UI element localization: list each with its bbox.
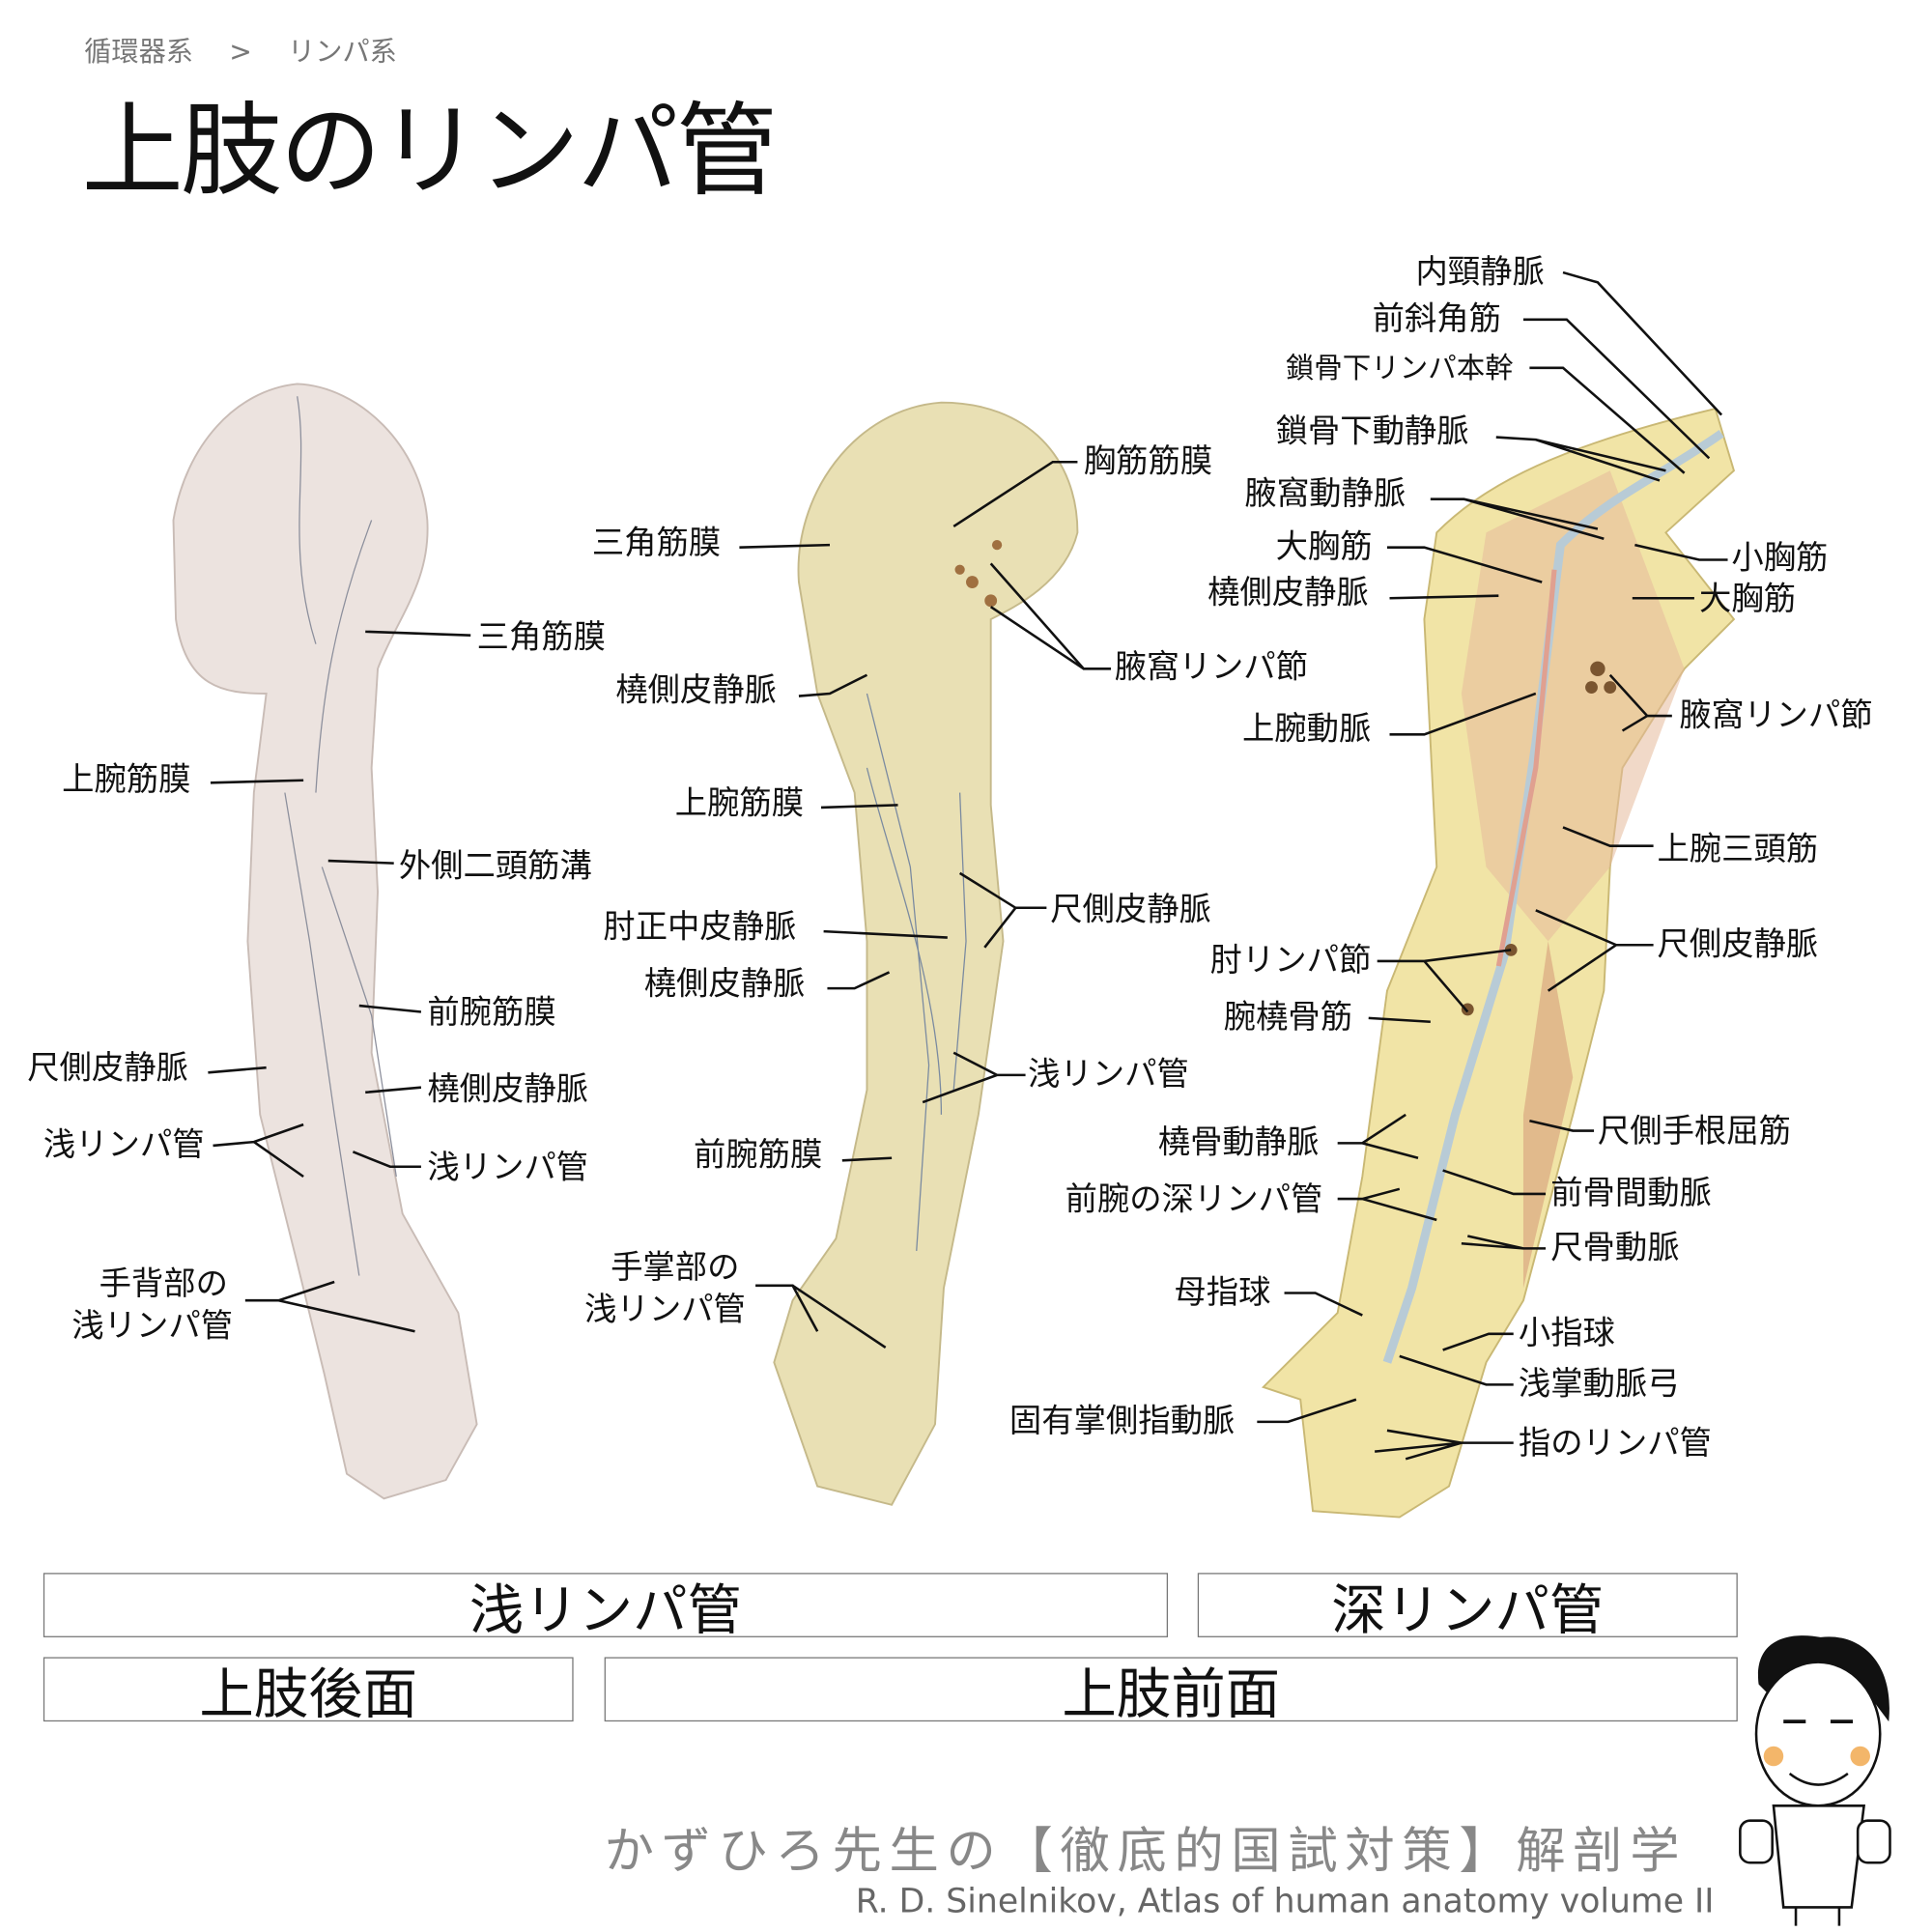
label-anterior-scalene: 前斜角筋 bbox=[1372, 300, 1501, 339]
breadcrumb-parent[interactable]: 循環器系 bbox=[84, 37, 194, 69]
label-flexor-carpi-ulnaris: 尺側手根屈筋 bbox=[1597, 1113, 1791, 1151]
label-superficial-lymph-vessel: 浅リンパ管 bbox=[71, 1307, 234, 1346]
label-radial-vessels: 橈骨動静脈 bbox=[1157, 1124, 1320, 1162]
label-thenar-eminence: 母指球 bbox=[1174, 1274, 1271, 1312]
footer-brand: かずひろ先生の【徹底的国試対策】解剖学 bbox=[604, 1823, 1688, 1881]
page-title: 上肢のリンパ管 bbox=[81, 93, 779, 211]
label-cephalic-vein: 橈側皮静脈 bbox=[1208, 574, 1369, 612]
label-basilic-vein: 尺側皮静脈 bbox=[1050, 892, 1211, 929]
label-superficial-lymph-vessel: 浅リンパ管 bbox=[43, 1126, 205, 1165]
breadcrumb-separator: > bbox=[229, 37, 252, 69]
label-dorsal-hand: 手背部の bbox=[99, 1265, 228, 1303]
footer-source: R. D. Sinelnikov, Atlas of human anatomy… bbox=[855, 1882, 1715, 1921]
label-pectoralis-major: 大胸筋 bbox=[1275, 528, 1373, 566]
leader-lines bbox=[208, 270, 1728, 1461]
label-brachial-fascia: 上腕筋膜 bbox=[674, 784, 805, 823]
category-deep: 深リンパ管 bbox=[1197, 1573, 1738, 1642]
label-axillary-vessels: 腋窩動静脈 bbox=[1244, 475, 1406, 513]
label-superficial-lymph-vessel: 浅リンパ管 bbox=[427, 1149, 589, 1187]
label-brachioradialis: 腕橈骨筋 bbox=[1223, 999, 1353, 1037]
label-median-cubital-vein: 肘正中皮静脈 bbox=[603, 909, 797, 947]
label-cephalic-vein: 橈側皮静脈 bbox=[427, 1071, 589, 1109]
label-lateral-bicipital-groove: 外側二頭筋溝 bbox=[398, 848, 592, 886]
label-pectoralis-major: 大胸筋 bbox=[1699, 581, 1797, 618]
label-proper-palmar-digital-arteries: 固有掌側指動脈 bbox=[1009, 1403, 1236, 1441]
label-ulnar-artery: 尺骨動脈 bbox=[1550, 1230, 1680, 1267]
label-cephalic-vein: 橈側皮静脈 bbox=[643, 966, 806, 1004]
breadcrumb: 循環器系 > リンパ系 bbox=[84, 30, 424, 70]
label-basilic-vein: 尺側皮静脈 bbox=[27, 1050, 188, 1088]
breadcrumb-current[interactable]: リンパ系 bbox=[288, 37, 397, 69]
label-superficial-palmar-arch: 浅掌動脈弓 bbox=[1518, 1366, 1680, 1404]
label-brachial-fascia: 上腕筋膜 bbox=[62, 761, 191, 799]
anterior-superficial-arm-figure bbox=[773, 401, 1079, 1506]
label-pectoralis-minor: 小胸筋 bbox=[1731, 539, 1829, 578]
label-basilic-vein: 尺側皮静脈 bbox=[1657, 926, 1819, 964]
category-superficial: 浅リンパ管 bbox=[43, 1573, 1169, 1642]
label-cephalic-vein: 橈側皮静脈 bbox=[615, 672, 777, 710]
label-superficial-lymph-vessel: 浅リンパ管 bbox=[584, 1292, 746, 1329]
label-superficial-lymph-vessel: 浅リンパ管 bbox=[1028, 1056, 1189, 1094]
label-internal-jugular-vein: 内頸静脈 bbox=[1415, 253, 1545, 292]
author-caricature bbox=[1739, 1635, 1891, 1926]
label-axillary-lymph-nodes: 腋窩リンパ節 bbox=[1114, 648, 1308, 687]
label-cubital-lymph-nodes: 肘リンパ節 bbox=[1209, 942, 1372, 980]
label-deltoid-fascia: 三角筋膜 bbox=[476, 619, 606, 657]
label-deltoid-fascia: 三角筋膜 bbox=[591, 525, 722, 563]
label-antebrachial-fascia: 前腕筋膜 bbox=[427, 994, 556, 1032]
label-antebrachial-fascia: 前腕筋膜 bbox=[693, 1136, 823, 1175]
label-subclavian-trunk: 鎖骨下リンパ本幹 bbox=[1285, 353, 1514, 385]
label-palmar-hand: 手掌部の bbox=[611, 1249, 740, 1288]
label-pectoral-fascia: 胸筋筋膜 bbox=[1083, 442, 1213, 481]
label-brachial-artery: 上腕動脈 bbox=[1241, 710, 1372, 749]
category-anterior: 上肢前面 bbox=[604, 1657, 1738, 1726]
category-posterior: 上肢後面 bbox=[43, 1657, 574, 1726]
label-anterior-interosseous-artery: 前骨間動脈 bbox=[1550, 1175, 1712, 1213]
label-triceps-brachii: 上腕三頭筋 bbox=[1657, 831, 1819, 868]
label-digital-lymph-vessels: 指のリンパ管 bbox=[1518, 1425, 1712, 1463]
posterior-arm-figure bbox=[172, 383, 478, 1500]
label-hypothenar-eminence: 小指球 bbox=[1518, 1315, 1615, 1353]
label-subclavian-vessels: 鎖骨下動静脈 bbox=[1275, 413, 1469, 451]
label-axillary-lymph-nodes: 腋窩リンパ節 bbox=[1679, 696, 1873, 735]
label-deep-forearm-lymph-vessels: 前腕の深リンパ管 bbox=[1065, 1181, 1323, 1219]
